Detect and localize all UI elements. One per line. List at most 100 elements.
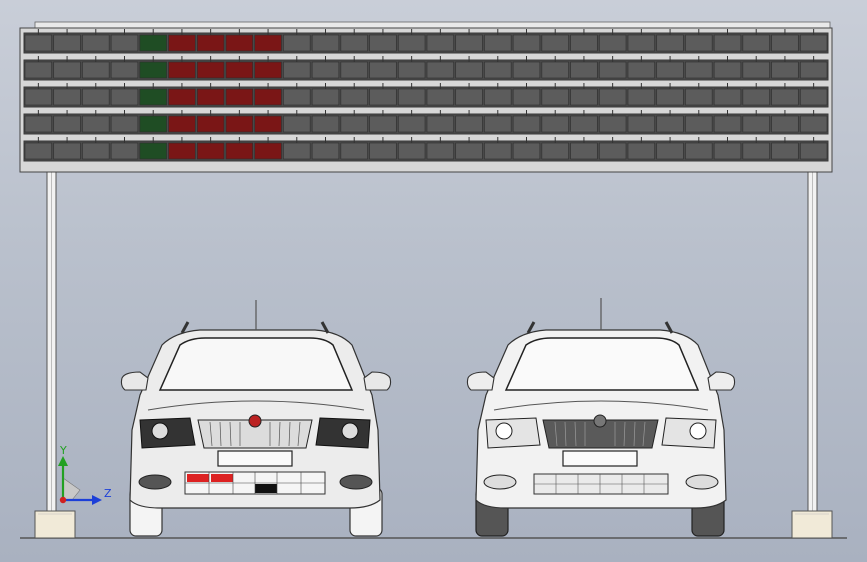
sign-cell (369, 34, 397, 52)
sign-cell (685, 115, 713, 133)
sign-cell (570, 88, 598, 106)
sign-cell (225, 142, 254, 160)
sign-cell (254, 142, 282, 160)
sign-cell (426, 61, 455, 79)
sign-cell (598, 61, 627, 79)
sign-cell (340, 142, 368, 160)
sign-cell (771, 142, 799, 160)
triad-y-label: Y (59, 444, 67, 457)
sign-cell (484, 142, 512, 160)
sign-cell (196, 142, 225, 160)
sign-cell (426, 115, 455, 133)
sign-cell (53, 61, 81, 79)
sign-cell (570, 61, 598, 79)
sign-cell (311, 115, 340, 133)
sign-cell (627, 115, 656, 133)
sign-cell (570, 142, 598, 160)
sign-cell (254, 88, 282, 106)
sign-cell (799, 34, 828, 52)
sign-cell (254, 115, 282, 133)
sign-cell (24, 142, 53, 160)
sign-cell (139, 34, 167, 52)
gantry-sign-board[interactable] (19, 21, 833, 173)
sign-cell (225, 115, 254, 133)
sign-cell (254, 61, 282, 79)
sign-cell (598, 142, 627, 160)
sign-cell (340, 34, 368, 52)
sign-cell (656, 142, 684, 160)
sign-cell (397, 34, 426, 52)
sign-cell (799, 88, 828, 106)
sign-cell (541, 61, 569, 79)
sign-cell (110, 61, 139, 79)
sign-cell (512, 115, 541, 133)
sign-cell (225, 34, 254, 52)
sign-cell (742, 61, 770, 79)
sign-cell (771, 61, 799, 79)
right-car[interactable] (466, 298, 736, 537)
sign-cell (713, 61, 742, 79)
sign-cell (24, 88, 53, 106)
sign-row (23, 32, 829, 54)
sign-cell (512, 34, 541, 52)
sign-cell (369, 88, 397, 106)
triad-z-label: Z (104, 487, 112, 500)
sign-cell (168, 34, 196, 52)
sign-cell (369, 115, 397, 133)
sign-cell (82, 34, 110, 52)
sign-cell (168, 61, 196, 79)
sign-cell (397, 61, 426, 79)
sign-cell (685, 34, 713, 52)
sign-cell (484, 88, 512, 106)
sign-cell (225, 88, 254, 106)
sign-cell (82, 142, 110, 160)
sign-cell (283, 34, 311, 52)
sign-cell (455, 34, 483, 52)
sign-cell (82, 61, 110, 79)
sign-cell (598, 34, 627, 52)
sign-cell (713, 34, 742, 52)
sign-cell (397, 88, 426, 106)
sign-cell (311, 142, 340, 160)
sign-cell (799, 61, 828, 79)
right-car-badge (593, 414, 607, 428)
sign-cell (713, 115, 742, 133)
sign-cell (311, 61, 340, 79)
sign-cell (742, 34, 770, 52)
sign-cell (570, 34, 598, 52)
sign-cell (512, 142, 541, 160)
sign-cell (570, 115, 598, 133)
left-car[interactable] (120, 300, 392, 537)
sign-cell (82, 115, 110, 133)
view-orientation-triad[interactable]: Y Z (58, 444, 112, 505)
sign-cell (254, 34, 282, 52)
sign-cell (24, 34, 53, 52)
sign-cell (742, 88, 770, 106)
sign-cell (685, 61, 713, 79)
sign-cell (799, 115, 828, 133)
sign-cell (82, 88, 110, 106)
sign-row (23, 86, 829, 108)
sign-cell (139, 142, 167, 160)
sign-cell (685, 88, 713, 106)
sign-cell (541, 88, 569, 106)
sign-cell (340, 115, 368, 133)
sign-cell (168, 88, 196, 106)
sign-cell (627, 142, 656, 160)
sign-cell (53, 34, 81, 52)
sign-cell (110, 142, 139, 160)
sign-row (23, 59, 829, 81)
sign-cell (799, 142, 828, 160)
sign-cell (397, 142, 426, 160)
sign-cell (110, 34, 139, 52)
sign-cell (742, 115, 770, 133)
sign-cell (627, 88, 656, 106)
sign-row (23, 113, 829, 135)
sign-cell (340, 61, 368, 79)
sign-cell (656, 34, 684, 52)
sign-cell (713, 142, 742, 160)
sign-cell (53, 115, 81, 133)
triad-x-origin (59, 496, 67, 504)
